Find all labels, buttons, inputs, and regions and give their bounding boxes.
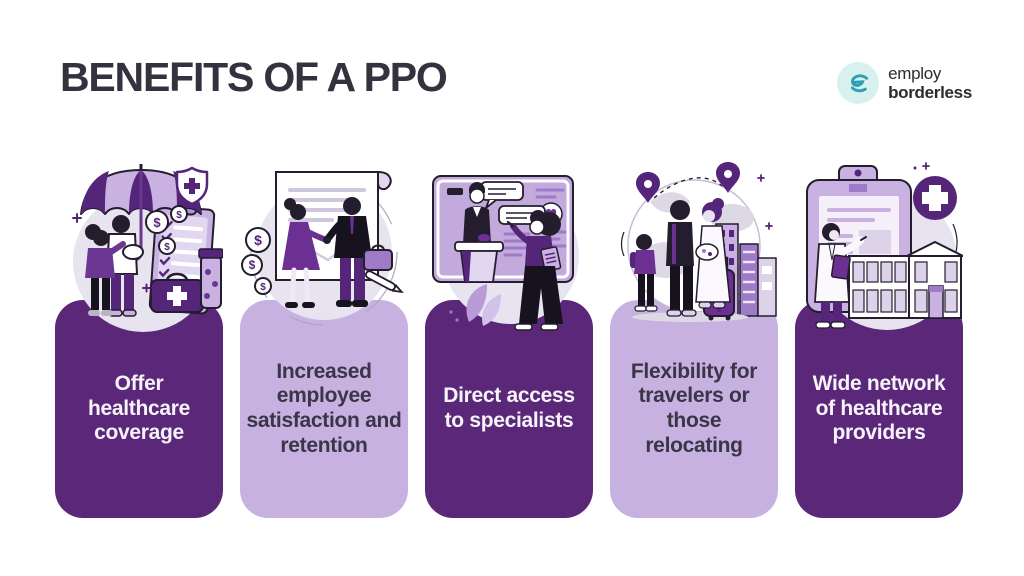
page-title: BENEFITS OF A PPO [60,54,448,100]
handshake-contract-illustration: $ $ $ [241,170,404,326]
brand-word-borderless: borderless [888,83,972,102]
card-body: Direct access to specialists [425,300,593,518]
card-body: Wide network of healthcare providers [795,300,963,518]
card-body: Offer healthcare coverage [55,300,223,518]
pill-bottle [198,248,223,309]
route-dashed-line [653,177,723,199]
benefit-card-provider-network: Wide network of healthcare providers [795,160,963,518]
doctor-hospital-illustration [806,162,963,330]
svg-text:$: $ [249,258,256,272]
svg-text:$: $ [153,215,161,230]
benefit-card-specialist-access: Direct access to specialists [425,160,593,518]
child-figure [630,234,658,312]
dollar-coins: $ $ $ [145,205,188,255]
header: BENEFITS OF A PPO [60,54,448,101]
pointing-woman [506,210,563,331]
map-pins [636,162,740,203]
family-under-umbrella-illustration: $ $ $ [72,164,223,332]
father-figure [666,200,697,317]
shield-cross-icon [175,166,209,206]
svg-text:$: $ [176,210,182,221]
brand-word-employ: employ [888,64,942,83]
man-figure [323,197,372,307]
pen [365,270,404,294]
svg-text:$: $ [254,232,262,248]
employ-borderless-e-icon [837,62,880,104]
sparkles [72,213,151,293]
brand-logo: employ borderless [837,62,972,104]
svg-text:$: $ [164,242,170,253]
svg-text:$: $ [260,282,266,293]
card-label: Offer healthcare coverage [87,372,191,445]
specialist-presentation-illustration [432,175,579,331]
card-body: Increased employee satisfaction and rete… [240,300,408,518]
sparkles [913,162,930,170]
mother-with-baby-figure [695,198,731,309]
card-label: Flexibility for travelers or those reloc… [630,359,758,457]
medical-cross-badge [913,176,957,220]
briefcase [363,244,393,271]
first-aid-kit [150,272,204,313]
speaker-at-podium [454,182,504,283]
speech-bubbles [480,181,546,225]
benefit-card-traveler-flexibility: Flexibility for travelers or those reloc… [610,160,778,518]
card-label: Increased employee satisfaction and rete… [246,359,402,457]
card-label: Direct access to specialists [443,384,575,432]
benefit-card-employee-satisfaction: $ $ $ [240,160,408,518]
couple-figures [85,215,144,317]
hospital-building [848,240,963,319]
brand-wordmark: employ borderless [888,64,972,102]
benefit-card-healthcare-coverage: $ $ $ [55,160,223,518]
sparkles [757,174,773,230]
traveling-family-globe-illustration [620,162,777,322]
card-label: Wide network of healthcare providers [812,372,946,445]
doctor-figure [814,223,867,329]
leaves [449,284,501,326]
card-body: Flexibility for travelers or those reloc… [610,300,778,518]
woman-figure [282,198,330,308]
dollar-coins: $ $ $ [241,227,272,295]
benefit-cards-row: $ $ $ [55,160,963,518]
